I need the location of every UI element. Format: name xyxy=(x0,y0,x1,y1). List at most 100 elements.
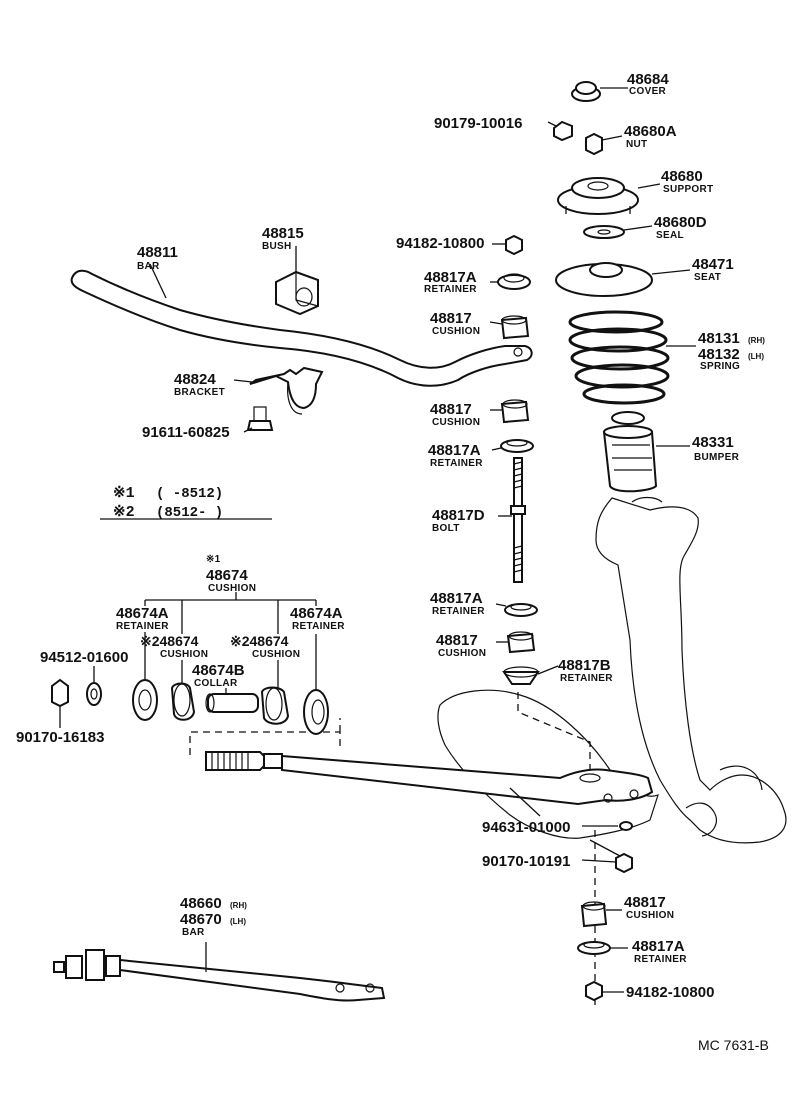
label-48674B-name: COLLAR xyxy=(194,678,238,689)
label-48680D-num: 48680D xyxy=(654,214,707,231)
label-48680-name: SUPPORT xyxy=(663,184,713,195)
strut-bar-assembly xyxy=(205,751,654,806)
label-48674B-num: 48674B xyxy=(192,662,245,679)
label-48817A-4-num: 48817A xyxy=(632,938,685,955)
label-48817-3-num: 48817 xyxy=(436,632,478,649)
nut-90170-16183-part xyxy=(51,678,69,708)
label-48674-name: CUSHION xyxy=(208,583,256,594)
label-48817A-2-name: RETAINER xyxy=(430,458,483,469)
label-48815-num: 48815 xyxy=(262,225,304,242)
label-48817-4-name: CUSHION xyxy=(626,910,674,921)
label-48817-2-name: CUSHION xyxy=(432,417,480,428)
label-48817D-name: BOLT xyxy=(432,523,460,534)
retainer-48817A-3-part xyxy=(504,603,538,617)
label-90179-num: 90179-10016 xyxy=(434,115,522,132)
label-48815-name: BUSH xyxy=(262,241,292,252)
label-48674-mark: ※1 xyxy=(206,554,221,565)
dashed-guide-left xyxy=(189,718,341,755)
label-48674A-L-num: 48674A xyxy=(116,605,169,622)
label-48817D-num: 48817D xyxy=(432,507,485,524)
note-2-mark: ※2 xyxy=(113,504,135,521)
cushion-48674-L-part xyxy=(170,682,196,721)
seat-48471-part xyxy=(555,262,653,297)
bolt-91611-part xyxy=(246,406,274,431)
cover-48684-part xyxy=(571,81,601,102)
cushion-48817-1-part xyxy=(500,315,530,340)
label-48331-num: 48331 xyxy=(692,434,734,451)
label-48674-R-num: ※248674 xyxy=(230,633,289,649)
label-48680A-name: NUT xyxy=(626,139,647,150)
label-48674-num: 48674 xyxy=(206,567,248,584)
nut-48680A-part xyxy=(585,132,603,156)
washer-94512-part xyxy=(86,682,102,706)
label-48674-R-name: CUSHION xyxy=(252,649,300,660)
diagram-code: MC 7631-B xyxy=(698,1037,769,1053)
label-48817B-name: RETAINER xyxy=(560,673,613,684)
stabilizer-bar-48811 xyxy=(70,269,533,387)
label-48670-name: BAR xyxy=(182,927,205,938)
label-48674A-R-name: RETAINER xyxy=(292,621,345,632)
spring-48131-part xyxy=(568,310,670,405)
cushion-48674-R-part xyxy=(260,686,290,725)
label-48131-num: 48131 xyxy=(698,330,740,347)
label-48331-name: BUMPER xyxy=(694,452,740,463)
label-48811-name: BAR xyxy=(137,261,160,272)
label-48680-num: 48680 xyxy=(661,168,703,185)
nut-90179-part xyxy=(553,120,573,142)
retainer-48817A-1-part xyxy=(497,273,531,290)
note-2-range: (8512- ) xyxy=(156,505,223,521)
label-48811-num: 48811 xyxy=(137,244,178,261)
leader-lines xyxy=(59,87,696,993)
label-94182-top-num: 94182-10800 xyxy=(396,235,484,252)
label-48817-3-name: CUSHION xyxy=(438,648,486,659)
label-48132-num: 48132 xyxy=(698,346,740,363)
cushion-48817-4-part xyxy=(580,901,608,928)
label-48132-name: SPRING xyxy=(700,361,740,372)
retainer-48817A-2-part xyxy=(500,439,534,453)
retainer-48674A-R-part xyxy=(303,689,329,735)
label-48817-2-num: 48817 xyxy=(430,401,472,418)
bar-48660-part xyxy=(53,949,386,1002)
label-48817-4-num: 48817 xyxy=(624,894,666,911)
nut-94182-bot-part xyxy=(585,980,603,1002)
cushion-48817-2-part xyxy=(500,399,530,424)
label-94182-bot-num: 94182-10800 xyxy=(626,984,714,1001)
lower-arm-outline xyxy=(437,689,659,839)
bracket-48824-part xyxy=(249,366,324,415)
cushion-48817-3-part xyxy=(506,631,536,654)
label-90170-10191-num: 90170-10191 xyxy=(482,853,570,870)
retainer-48817B-part xyxy=(502,666,540,685)
label-48817-1-num: 48817 xyxy=(430,310,472,327)
label-48660-num: 48660 xyxy=(180,895,222,912)
washer-94631-part xyxy=(619,821,633,831)
label-48817A-3-name: RETAINER xyxy=(432,606,485,617)
support-48680-part xyxy=(557,177,639,215)
steering-knuckle-outline xyxy=(595,496,787,844)
bush-48815-part xyxy=(275,270,319,316)
seal-48680D-part xyxy=(583,225,625,239)
nut-94182-top-part xyxy=(505,234,523,256)
dashed-guide-center xyxy=(517,692,591,770)
label-48817A-1-name: RETAINER xyxy=(424,284,477,295)
label-48660-sub: (RH) xyxy=(230,901,247,910)
label-48680D-name: SEAL xyxy=(656,230,684,241)
label-94512-num: 94512-01600 xyxy=(40,649,128,666)
label-48684-num: 48684 xyxy=(627,71,669,88)
label-48471-name: SEAT xyxy=(694,272,721,283)
note-1-range: ( -8512) xyxy=(156,486,223,502)
label-48674A-R-num: 48674A xyxy=(290,605,343,622)
label-48817A-3-num: 48817A xyxy=(430,590,483,607)
label-94631-num: 94631-01000 xyxy=(482,819,570,836)
note-1-mark: ※1 xyxy=(113,485,135,502)
label-48131-sub: (RH) xyxy=(748,336,765,345)
label-48680A-num: 48680A xyxy=(624,123,677,140)
label-48471-num: 48471 xyxy=(692,256,734,273)
label-48132-sub: (LH) xyxy=(748,352,764,361)
label-90170-16183-num: 90170-16183 xyxy=(16,729,104,746)
collar-48674B-part xyxy=(205,693,259,713)
label-48674-L-num: ※248674 xyxy=(140,633,199,649)
label-48674-L-name: CUSHION xyxy=(160,649,208,660)
retainer-48674A-L-part xyxy=(132,679,158,721)
label-48817-1-name: CUSHION xyxy=(432,326,480,337)
